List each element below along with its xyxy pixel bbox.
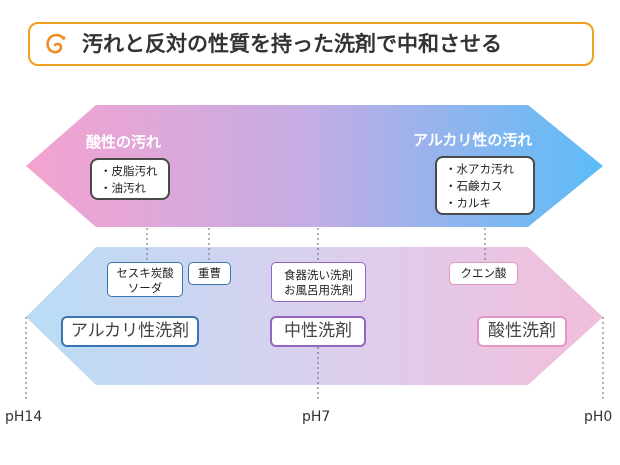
list-item: ・水アカ汚れ <box>445 162 514 176</box>
acid-dirt-heading: 酸性の汚れ <box>86 133 162 151</box>
alkali-dirt-heading: アルカリ性の汚れ <box>413 131 533 149</box>
neutral-detergent-label: 中性洗剤 <box>270 316 366 347</box>
ph14-label: pH14 <box>5 409 43 425</box>
list-item: ・油汚れ <box>100 181 146 195</box>
ph0-label: pH0 <box>584 409 613 425</box>
tag-line: セスキ炭酸 <box>116 266 174 280</box>
acidic-detergent-label: 酸性洗剤 <box>477 316 567 347</box>
baking-soda-tag: 重曹 <box>188 262 231 285</box>
list-item: ・カルキ <box>445 196 491 210</box>
title-banner: 汚れと反対の性質を持った洗剤で中和させる <box>28 22 594 66</box>
tag-line: お風呂用洗剤 <box>284 283 353 297</box>
acid-dirt-list: ・皮脂汚れ ・油汚れ <box>90 158 170 200</box>
tag-line: 重曹 <box>198 266 221 280</box>
page-title: 汚れと反対の性質を持った洗剤で中和させる <box>82 32 502 56</box>
ph7-label: pH7 <box>302 409 331 425</box>
list-item: ・石鹸カス <box>445 179 503 193</box>
citric-acid-tag: クエン酸 <box>449 262 518 285</box>
hook-icon <box>46 33 66 54</box>
tag-line: ソーダ <box>127 281 163 295</box>
sesqui-soda-tag: セスキ炭酸 ソーダ <box>107 262 183 297</box>
alkaline-detergent-label: アルカリ性洗剤 <box>61 316 199 347</box>
alkali-dirt-list: ・水アカ汚れ ・石鹸カス ・カルキ <box>435 156 535 215</box>
dish-bath-detergent-tag: 食器洗い洗剤 お風呂用洗剤 <box>271 262 366 302</box>
list-item: ・皮脂汚れ <box>100 164 158 178</box>
tag-line: クエン酸 <box>460 266 507 280</box>
tag-line: 食器洗い洗剤 <box>284 268 353 282</box>
